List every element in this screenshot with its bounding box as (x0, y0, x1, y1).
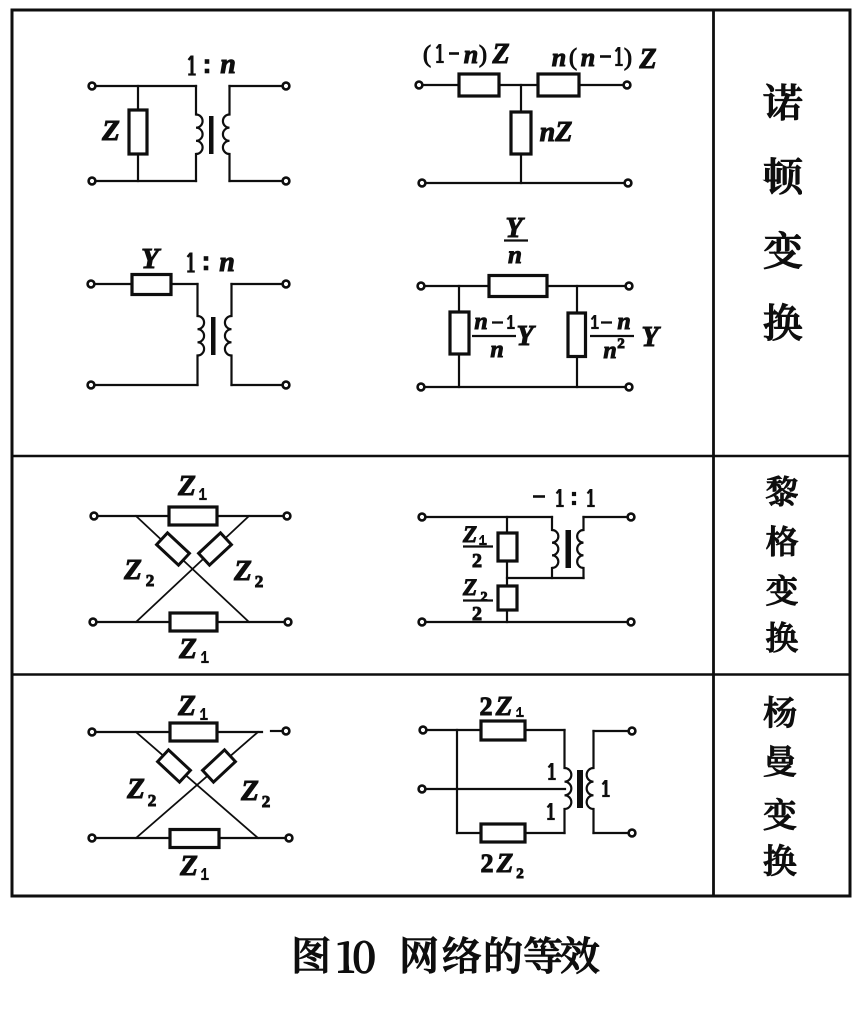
svg-text:n: n (220, 49, 236, 80)
svg-text:2: 2 (262, 792, 271, 811)
svg-text:2: 2 (255, 572, 264, 591)
svg-text:2: 2 (472, 550, 482, 572)
svg-text:n: n (474, 309, 487, 335)
svg-text:): ) (479, 42, 487, 68)
svg-text:2: 2 (472, 603, 482, 625)
svg-text:n: n (581, 43, 595, 72)
svg-text:n: n (219, 247, 235, 278)
svg-text:Z: Z (126, 773, 145, 805)
svg-text:2: 2 (480, 692, 493, 721)
svg-text:Z: Z (177, 470, 196, 502)
svg-text:n: n (603, 338, 616, 364)
svg-text:Y: Y (141, 243, 161, 275)
svg-text:Z: Z (240, 775, 259, 807)
svg-text:Z: Z (233, 555, 252, 587)
svg-text:Z: Z (101, 115, 120, 147)
svg-text:2: 2 (481, 590, 488, 605)
svg-text:Z: Z (496, 848, 514, 878)
svg-text:n: n (508, 242, 522, 269)
svg-text:Y: Y (505, 213, 525, 244)
svg-text:2: 2 (146, 571, 155, 590)
svg-text:Z: Z (638, 44, 656, 75)
svg-text:n: n (490, 337, 503, 363)
svg-text:Z: Z (462, 575, 477, 600)
svg-text:n: n (617, 309, 630, 335)
svg-text:Y: Y (641, 322, 661, 353)
svg-text:2: 2 (481, 849, 494, 878)
svg-text:(: ( (423, 42, 431, 68)
svg-text:Z: Z (462, 522, 477, 547)
svg-text:Z: Z (178, 633, 197, 665)
svg-text:n: n (552, 43, 566, 72)
svg-text:): ) (624, 45, 632, 71)
svg-text:Z: Z (179, 850, 198, 882)
svg-text:Z: Z (123, 554, 142, 586)
svg-text:Y: Y (516, 321, 536, 352)
svg-text:2: 2 (516, 866, 524, 882)
svg-text:(: ( (569, 45, 577, 71)
svg-text:2: 2 (148, 791, 157, 810)
svg-text:Z: Z (495, 691, 513, 721)
svg-text:Z: Z (177, 690, 196, 722)
svg-text:Z: Z (491, 39, 509, 70)
svg-text:2: 2 (617, 336, 625, 352)
svg-text:nZ: nZ (540, 117, 573, 148)
svg-text:n: n (464, 40, 478, 69)
